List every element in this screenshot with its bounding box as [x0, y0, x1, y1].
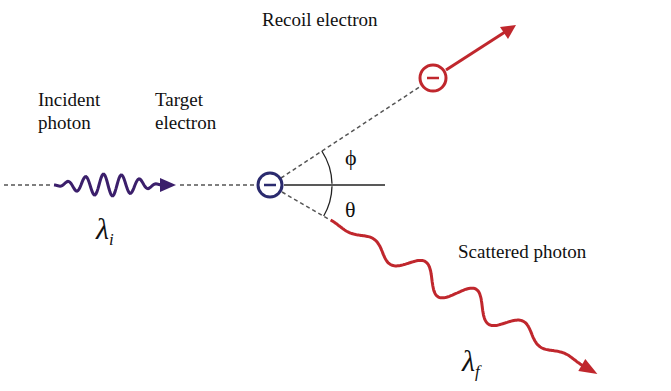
arrowhead: [578, 359, 597, 374]
scattered-path: [282, 192, 330, 220]
arrowhead: [160, 178, 176, 192]
angle-arc: [324, 186, 332, 216]
particle-label: Scattered photon: [458, 240, 586, 263]
angle-label: θ: [345, 198, 356, 222]
recoil-arrow: [446, 32, 505, 70]
target-electron: [258, 173, 282, 197]
angle-arc: [322, 151, 332, 184]
particle-label: Target electron: [155, 88, 240, 134]
reference-axis: [284, 184, 385, 186]
particle-label: Incident photon: [38, 88, 133, 134]
particle-label: Recoil electron: [262, 8, 378, 31]
incident-wave: [54, 174, 162, 195]
arrowhead: [500, 25, 516, 39]
incident-path: [180, 184, 256, 186]
wavelength-label: λi: [96, 212, 114, 257]
charge-sign: [264, 184, 276, 187]
wavelength-label: λf: [462, 344, 480, 389]
incident-path: [4, 184, 52, 186]
charge-sign: [427, 77, 439, 80]
recoil-path: [281, 86, 421, 178]
angle-label: ϕ: [345, 146, 357, 170]
recoil-electron: [420, 65, 446, 91]
